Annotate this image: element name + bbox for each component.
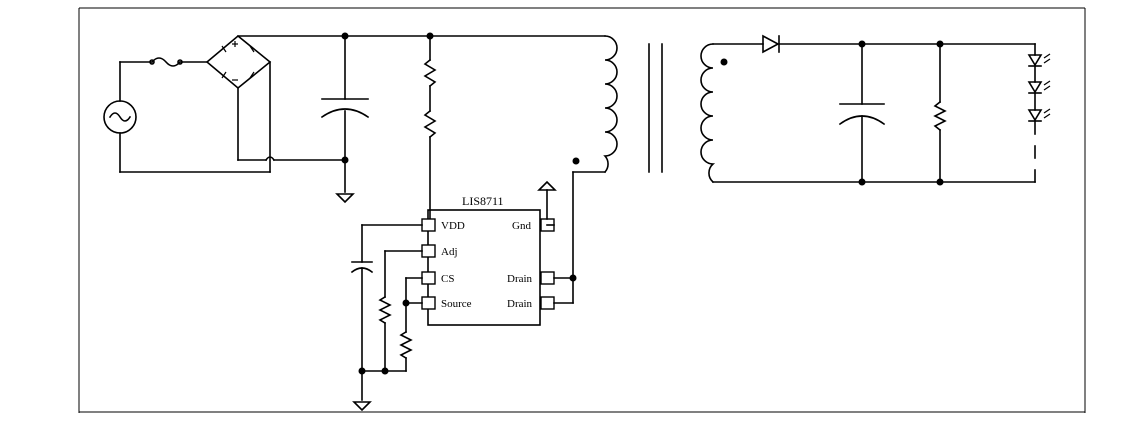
fuse-icon	[149, 57, 183, 67]
diode-icon	[762, 34, 780, 54]
input-wiring	[119, 61, 271, 173]
pin-gnd-label: Gnd	[512, 220, 531, 232]
top-rail	[341, 32, 606, 40]
capacitor-icon	[320, 35, 370, 193]
pin-vdd-label: VDD	[441, 220, 465, 232]
ground-icon	[335, 193, 355, 204]
ic-pins: VDD Adj CS Source Gnd Drain Drain	[421, 218, 555, 310]
gnd-arrow-icon	[537, 180, 557, 226]
transformer-icon	[572, 35, 728, 184]
secondary-wiring	[712, 40, 1036, 186]
output-resistor-icon	[933, 43, 947, 183]
ac-source-icon	[103, 61, 137, 173]
resistor-icon	[423, 35, 437, 219]
led-icon	[1027, 43, 1051, 183]
diagram-frame	[78, 7, 1086, 413]
adj-resistor-icon	[378, 250, 423, 372]
cs-resistor-icon	[399, 277, 423, 372]
ground-icon-bottom	[352, 401, 372, 412]
vdd-network	[350, 224, 423, 401]
pin-adj-label: Adj	[441, 246, 458, 258]
pin-drain1-label: Drain	[507, 273, 533, 285]
ic-chip: LIS8711	[427, 194, 541, 326]
pin-cs-label: CS	[441, 273, 454, 285]
drain-wiring	[553, 171, 577, 304]
ic-title: LIS8711	[462, 194, 504, 208]
pin-drain2-label: Drain	[507, 298, 533, 310]
bridge-rectifier-icon	[205, 34, 346, 162]
output-capacitor-icon	[838, 43, 886, 183]
pin-source-label: Source	[441, 298, 472, 310]
